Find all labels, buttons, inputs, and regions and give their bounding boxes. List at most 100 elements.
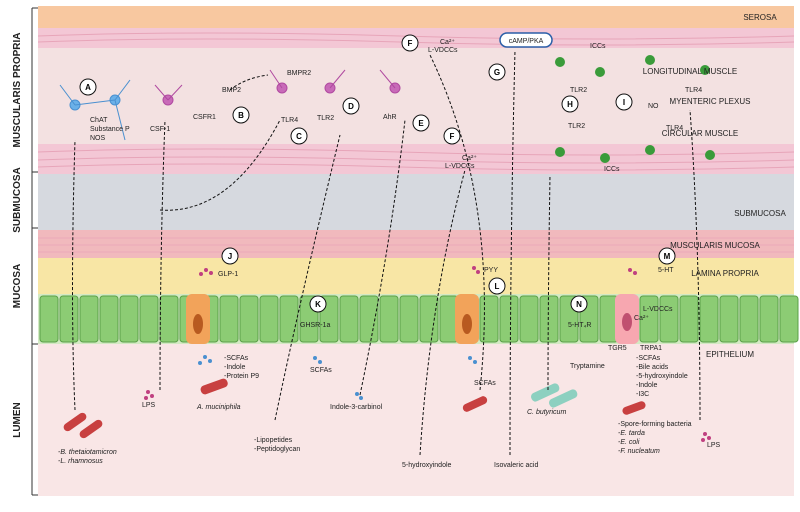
marker-circle <box>561 95 579 113</box>
layer-labels: SEROSA LONGITUDINAL MUSCLE MYENTERIC PLE… <box>643 13 787 359</box>
muscularis-propria-label: MUSCULARIS PROPRIA <box>12 32 23 147</box>
muscularis-mucosa-label: MUSCULARIS MUCOSA <box>670 241 760 250</box>
epithelial-cell <box>139 295 159 343</box>
epithelial-cell <box>359 295 379 343</box>
epithelial-cell <box>119 295 139 343</box>
molecule-labels: ChAT Substance P NOS CSF-1 CSFR1 BMP2 BM… <box>90 39 721 449</box>
spore-item: -E. tarda <box>618 430 645 437</box>
epithelial-cell <box>399 295 419 343</box>
spore-item: -Spore-forming bacteria <box>618 421 692 428</box>
epithelial-cell <box>39 295 59 343</box>
submucosa-region-label: SUBMUCOSA <box>12 167 23 233</box>
hydroxyindole-label: 5-hydroxyindole <box>402 462 452 469</box>
marker-letter: A <box>85 83 91 92</box>
tlr2-label-d: TLR2 <box>317 115 334 122</box>
ca-label-top: Ca²⁺ <box>440 39 455 46</box>
submucosa-layer <box>38 174 794 230</box>
marker-letter: K <box>315 300 321 309</box>
indole3-label: Indole-3-carbinol <box>330 404 383 411</box>
list-m-item: -I3C <box>636 391 649 398</box>
epithelial-cell <box>759 295 779 343</box>
epithelial-cell <box>339 295 359 343</box>
list-m-item: -SCFAs <box>636 355 661 362</box>
spore-item: -E. coli <box>618 439 640 446</box>
marker-letter: L <box>495 282 500 291</box>
tlr2-label-h2: TLR2 <box>568 123 585 130</box>
marker-letter: M <box>664 252 671 261</box>
lvdccs-label-mid: L-VDCCs <box>445 163 475 170</box>
list-a-item: -Protein P9 <box>224 373 259 380</box>
marker-circle <box>79 78 97 96</box>
lipo-item: -Peptidoglycan <box>254 446 300 453</box>
epithelial-cell <box>239 295 259 343</box>
lumen-texts: -SCFAs -Indole -Protein P9 -SCFAs -Bile … <box>58 355 692 469</box>
tryptamine-label: Tryptamine <box>570 363 605 370</box>
marker-letter: C <box>296 132 302 141</box>
signal-arrows <box>72 49 701 456</box>
scfas-label-k: SCFAs <box>310 367 332 374</box>
epithelial-cell <box>679 295 699 343</box>
epithelial-cell <box>219 295 239 343</box>
marker-circle <box>412 114 430 132</box>
enteroendocrine-cell <box>186 294 210 344</box>
lamina-propria-label: LAMINA PROPRIA <box>691 269 759 278</box>
epithelial-cell <box>519 295 539 343</box>
marker-letter: N <box>576 300 582 309</box>
epithelial-cell <box>59 295 79 343</box>
list-m-item: -5-hydroxyindole <box>636 373 688 380</box>
marker-letter: J <box>228 252 232 261</box>
lumen-layer <box>38 344 794 496</box>
5ht-label: 5-HT <box>658 267 674 274</box>
neuron-d <box>269 69 401 94</box>
lps-label-left: LPS <box>142 402 156 409</box>
myenteric-plexus-label: MYENTERIC PLEXUS <box>670 97 751 106</box>
epithelial-cell <box>499 295 519 343</box>
epithelial-cell <box>539 295 559 343</box>
bmp2-label: BMP2 <box>222 87 241 94</box>
epithelial-cell <box>159 295 179 343</box>
serosa-label: SEROSA <box>743 13 777 22</box>
tlr4-label-i1: TLR4 <box>685 87 702 94</box>
pyy-label: PYY <box>484 267 498 274</box>
molecule-dots <box>144 266 711 442</box>
iccs-label-bottom: ICCs <box>604 166 620 173</box>
epithelial-cell <box>79 295 99 343</box>
no-label: NO <box>648 103 659 110</box>
muscle-stripes <box>37 32 795 171</box>
bacteria-left-item: -L. rhamnosus <box>58 458 103 465</box>
epithelial-cell <box>779 295 799 343</box>
epithelial-cell <box>259 295 279 343</box>
marker-circle <box>232 106 250 124</box>
lumen-region-label: LUMEN <box>12 402 23 438</box>
list-a-item: -Indole <box>224 364 246 371</box>
scfa-dots <box>198 355 477 400</box>
list-m-item: -Indole <box>636 382 658 389</box>
marker-circle <box>488 277 506 295</box>
marker-letter: F <box>450 132 455 141</box>
enteroendocrine-cell <box>615 294 639 344</box>
marker-letter: D <box>348 102 354 111</box>
glp1-label: GLP-1 <box>218 271 238 278</box>
lvdccs-label-top: L-VDCCs <box>428 47 458 54</box>
marker-letter: E <box>418 119 424 128</box>
epithelial-cell <box>99 295 119 343</box>
epithelial-cell <box>719 295 739 343</box>
serosa-layer <box>38 6 794 28</box>
marker-letter: I <box>623 98 625 107</box>
tlr4-label-i2: TLR4 <box>666 125 683 132</box>
marker-letter: B <box>238 111 244 120</box>
marker-circle <box>570 295 588 313</box>
epithelial-cell <box>279 295 299 343</box>
scfas-label-l: SCFAs <box>474 380 496 387</box>
lvdccs-label-epi: L-VDCCs <box>643 306 673 313</box>
bacteria-left-item: -B. thetaiotamicron <box>58 449 117 456</box>
cbutyricum-label: C. butyricum <box>527 409 566 416</box>
circular-muscle-label: CIRCULAR MUSCLE <box>662 129 738 138</box>
lipo-item: -Lipopetides <box>254 437 293 444</box>
chat-label: ChAT <box>90 117 108 124</box>
tlr2-label-h1: TLR2 <box>570 87 587 94</box>
trpa1-label: TRPA1 <box>640 345 662 352</box>
epithelial-cell <box>379 295 399 343</box>
